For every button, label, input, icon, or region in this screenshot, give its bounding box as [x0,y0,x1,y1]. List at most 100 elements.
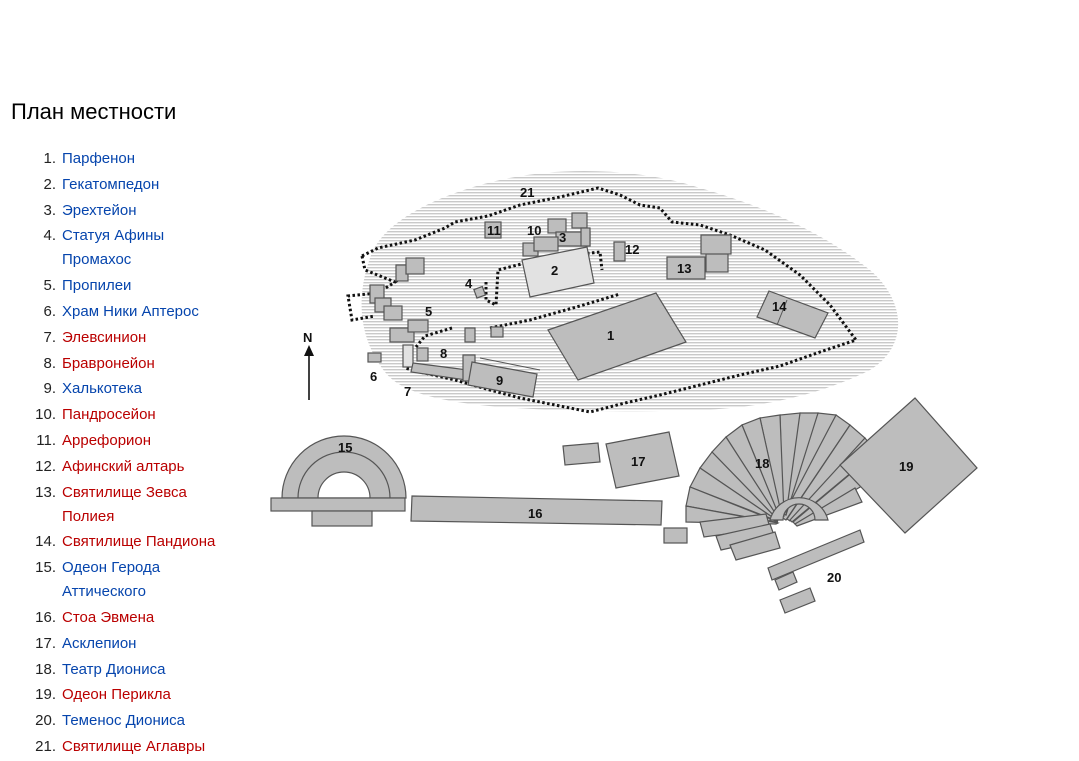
legend-link-line: Одеон Герода [62,559,161,577]
odeon-herodes-shape [270,497,406,512]
map-label-19: 19 [899,459,913,474]
odeon-herodes-shape [311,510,373,527]
inner-wall [414,250,621,348]
legend-item: 2. Гекатомпедон [24,173,254,197]
legend-number: 12. [35,457,56,475]
legend-item: 16.Стоа Эвмена [24,606,254,630]
legend-link-athena-altar[interactable]: Афинский алтарь [62,457,185,475]
legend-link-line: Аттического [62,583,147,601]
legend-link-pandroseion[interactable]: Пандросейон [62,406,156,424]
altar-shape [613,241,626,262]
map-label-7: 7 [404,384,411,399]
legend-number: 19. [35,686,56,704]
legend-number: 4. [43,227,56,245]
stoa-eumenes-shape [410,495,663,526]
legend-link-chalkotheke[interactable]: Халькотека [62,380,142,398]
legend-number: 18. [35,660,56,678]
brauroneion-shape [464,327,476,343]
erechtheion-shape [580,227,591,247]
temenos-dionysus-shape [779,587,816,614]
theatre-dionysus-shape [685,412,877,561]
propylaea-shape [405,257,425,275]
odeon-pericles-shape [839,397,978,534]
map-label-4: 4 [465,276,473,291]
legend-item: 12. Афинский алтарь [24,455,254,479]
page-title: План местности [11,99,177,124]
legend-link-brauroneion[interactable]: Бравронейон [62,354,155,372]
legend-link-line: Статуя Афины [62,227,165,245]
odeon-herodes-ring [297,451,391,499]
legend-number: 14. [35,533,56,551]
legend-number: 13. [35,483,56,501]
map-label-17: 17 [631,454,645,469]
map-label-5: 5 [425,304,432,319]
nike-temple-shape [367,352,382,363]
legend-link-propylaea[interactable]: Пропилеи [62,277,132,295]
legend-number: 9. [43,380,56,398]
legend-link-odeon-pericles[interactable]: Одеон Перикла [62,686,171,704]
legend-link-pandion[interactable]: Святилище Пандиона [62,533,216,551]
legend-link-eleusinion[interactable]: Элевсинион [62,328,147,346]
legend-link-nike-temple[interactable]: Храм Ники Аптерос [62,302,199,320]
brauroneion-shape [490,326,504,338]
legend-item: 7.Элевсинион [24,326,254,350]
legend-item: 14. Святилище Пандиона [24,530,254,554]
legend-item: 18. Театр Диониса [24,658,254,682]
legend-link-aglaureion[interactable]: Святилище Аглавры [62,737,206,755]
zeus-polieus-shape [705,252,729,273]
map-label-16: 16 [528,506,542,521]
north-label: N [303,330,312,345]
legend-link-parthenon[interactable]: Парфенон [62,150,136,167]
legend-number: 5. [43,277,56,295]
promachos-shape [473,285,487,299]
legend-item: 11. Аррефорион [24,429,254,453]
acropolis-wall [361,186,859,414]
map-label-3: 3 [559,230,566,245]
erechtheion-shape [571,212,588,229]
map-label-12: 12 [625,242,639,257]
legend-number: 21. [35,737,56,755]
map-label-14: 14 [772,299,787,314]
legend-item: 19. Одеон Перикла [24,683,254,707]
legend-item: 3.Эрехтейон [24,199,254,223]
legend-item: 1.Парфенон [24,147,254,171]
legend-list: 1.Парфенон 2. Гекатомпедон 3.Эрехтейон 4.… [24,147,254,761]
legend-link-temenos-dionysus[interactable]: Теменос Диониса [62,712,185,730]
parthenon-shape [547,292,687,381]
legend-number: 10. [35,406,56,424]
temenos-dionysus-shape [767,529,865,581]
north-arrow-head-icon [304,345,314,356]
legend-number: 11. [36,431,56,449]
legend-link-asklepieion[interactable]: Асклепион [62,634,137,652]
legend-link-arrephorion[interactable]: Аррефорион [62,431,152,449]
legend-item: 10. Пандросейон [24,403,254,427]
stoa-annex-shape [663,527,688,544]
pandion-shape [756,290,829,339]
legend-link-erechtheion[interactable]: Эрехтейон [62,201,137,219]
map-label-1: 1 [607,328,614,343]
legend-number: 2. [43,175,56,193]
legend-link-theatre-dionysus[interactable]: Театр Диониса [62,660,166,678]
legend-number: 15. [35,559,56,577]
map-label-10: 10 [527,223,541,238]
legend-item: 8. Бравронейон [24,352,254,376]
legend-item: 20.Теменос Диониса [24,709,254,733]
map-label-13: 13 [677,261,691,276]
legend-number: 6. [43,302,56,320]
legend-link-line: Промахос [62,251,132,269]
legend-number: 8. [43,354,56,372]
legend-link-stoa-eumenes[interactable]: Стоа Эвмена [62,608,155,626]
propylaea-shape [407,319,429,333]
map-label-8: 8 [440,346,447,361]
legend-link-hekatompedon[interactable]: Гекатомпедон [62,175,160,193]
map-label-11: 11 [487,223,501,238]
chalkotheke-shape [467,361,538,398]
legend-item: 6. Храм Ники Аптерос [24,300,254,324]
arrephorion-shape [484,221,502,239]
legend-item: 5. Пропилеи [24,274,254,298]
odeon-herodes-shape [281,435,407,499]
